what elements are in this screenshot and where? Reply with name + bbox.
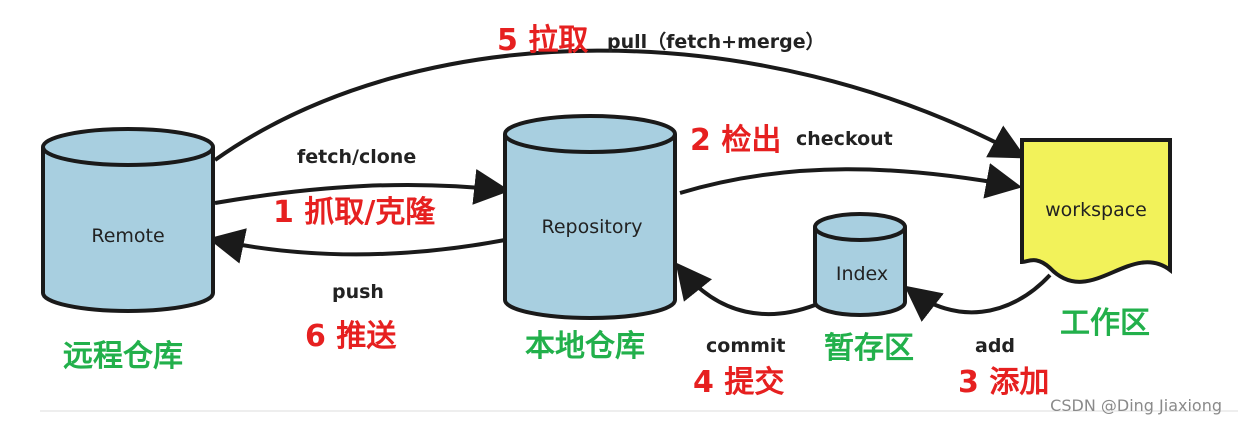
pull-command-label: pull（fetch+merge）	[607, 30, 825, 53]
repository-cylinder: Repository	[503, 114, 677, 320]
repository-label: Repository	[541, 216, 642, 238]
checkout-arrow	[679, 163, 1023, 199]
index-label: Index	[836, 263, 888, 285]
workspace-caption: 工作区	[1060, 306, 1150, 341]
watermark: CSDN @Ding Jiaxiong	[1050, 396, 1222, 415]
repository-caption: 本地仓库	[525, 329, 645, 364]
fetch-clone-arrow	[214, 169, 511, 205]
push-command-label: push	[332, 281, 384, 303]
remote-cylinder: Remote	[41, 127, 215, 313]
commit-command-label: commit	[706, 335, 786, 357]
fetch-clone-command-label: fetch/clone	[297, 146, 416, 168]
add-command-label: add	[975, 335, 1015, 357]
push-step-label: 6 推送	[305, 319, 396, 354]
remote-caption: 远程仓库	[63, 339, 183, 374]
commit-arrow	[675, 262, 816, 316]
remote-label: Remote	[91, 225, 164, 247]
checkout-command-label: checkout	[796, 128, 893, 150]
index-caption: 暂存区	[824, 331, 914, 366]
pull-step-label: 5 拉取	[497, 23, 588, 58]
add-step-label: 3 添加	[958, 365, 1049, 400]
workspace-label: workspace	[1045, 199, 1147, 221]
push-arrow	[207, 228, 506, 264]
add-arrow	[904, 273, 1052, 322]
pull-arrow	[213, 48, 1027, 162]
fetch-clone-step-label: 1 抓取/克隆	[273, 195, 436, 230]
checkout-step-label: 2 检出	[690, 123, 781, 158]
index-cylinder: Index	[813, 212, 907, 317]
commit-step-label: 4 提交	[693, 365, 784, 400]
workspace-document: workspace	[1020, 138, 1172, 284]
